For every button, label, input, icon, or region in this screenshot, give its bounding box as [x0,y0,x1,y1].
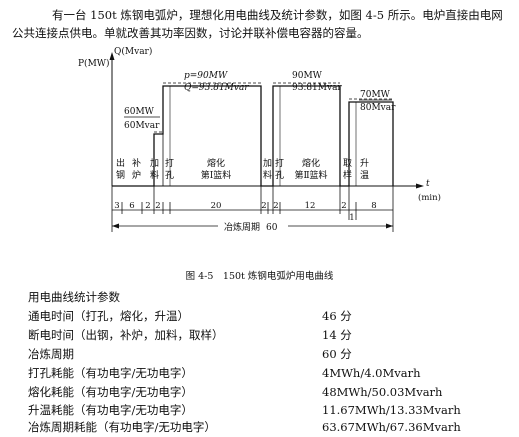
stats-title: 用电曲线统计参数 [28,290,120,304]
stage-label-2a: 补 [132,157,141,169]
stats-row: 通电时间（打孔，熔化，升温） 46 分 [28,307,498,326]
stats-row: 冶炼周期 60 分 [28,345,498,364]
cycle-total: 60 [266,223,278,233]
seg4-p-label: 70MW [360,90,391,100]
x-label: t [426,179,430,189]
stats-value: 11.67MWh/13.33Mvarh [322,403,461,417]
stats-value: 63.67MWh/67.36Mvarh [322,420,461,434]
stats-label: 冶炼周期耗能（有功电字/无功电字） [28,420,216,434]
stats-label: 断电时间（出钢，补炉，加料，取样） [28,328,224,342]
stats-row: 打孔耗能（有功电字/无功电字） 4MWh/4.0Mvarh [28,364,498,383]
duration-4: 2 [155,201,160,211]
stage-label-10b: 温 [360,170,369,181]
seg1-q-label: 60Mvar [124,121,160,131]
stage-label-9b: 样 [343,169,352,181]
y-label-q: Q(Mvar) [114,46,152,57]
seg4-q-label: 80Mvar [360,103,396,113]
figure-caption: 图 4-5 150t 炼钢电弧炉用电曲线 [185,271,334,282]
seg3-p-label: 90MW [292,71,323,81]
stats-value: 14 分 [322,328,352,342]
stage-label-6b: 料 [263,169,272,181]
stage-label-3a: 加 [150,158,159,169]
stats-row: 升温耗能（有功电字/无功电字） 11.67MWh/13.33Mvarh [28,401,498,420]
stage-label-9a: 取 [343,158,352,169]
stage-label-8b: 第Ⅱ篮料 [294,169,327,181]
x-axis-arrow [416,183,424,189]
stage-labels: 出 钢 补 炉 加 料 打 孔 熔化 第Ⅰ篮料 加 料 打 孔 熔化 第Ⅱ篮料 … [116,157,369,181]
stage-label-1a: 出 [116,157,125,169]
seg2-p-label: p=90MW [184,71,228,81]
power-curve-figure: Q(Mvar) P(MW) t (min) 60MW 60Mvar p=90MW… [78,46,441,233]
stage-label-1b: 钢 [116,169,125,181]
stats-label: 通电时间（打孔，熔化，升温） [28,309,189,323]
stage-label-6a: 加 [263,158,272,169]
stage-label-5a: 熔化 [207,157,225,169]
duration-6: 2 [261,201,266,211]
duration-7: 2 [273,201,278,211]
duration-11: 8 [371,201,376,211]
stats-label: 打孔耗能（有功电字/无功电字） [28,366,193,380]
seg2-q-label: Q=93.81Mvar [184,83,249,93]
cycle-label: 冶炼周期 [224,221,260,233]
x-unit: (min) [418,192,441,203]
stats-label: 升温耗能（有功电字/无功电字） [28,403,193,417]
y-label-p: P(MW) [78,58,110,69]
stage-label-3b: 料 [150,169,159,181]
stage-label-4a: 打 [165,157,174,169]
stats-value: 4MWh/4.0Mvarh [322,366,421,380]
seg1-p-label: 60MW [124,107,155,117]
stats-value: 48MWh/50.03Mvarh [322,385,443,399]
duration-9: 2 [341,201,346,211]
stage-label-2b: 炉 [132,169,141,181]
y-axis-arrow [109,52,115,60]
seg3-q-label: 93.81Mvar [292,83,342,93]
duration-scale: 3 6 2 2 20 2 2 12 2 1 8 冶炼周期 60 [111,186,394,233]
stats-label: 冶炼周期 [28,347,74,361]
stage-label-7b: 孔 [275,170,284,181]
stats-row: 熔化耗能（有功电字/无功电字） 48MWh/50.03Mvarh [28,383,498,402]
duration-10: 1 [349,213,354,223]
duration-5: 20 [211,201,222,211]
stats-label: 熔化耗能（有功电字/无功电字） [28,385,193,399]
stage-label-8a: 熔化 [302,157,320,169]
stats-value: 60 分 [322,347,352,361]
stage-label-5b: 第Ⅰ篮料 [201,169,232,181]
duration-8: 12 [305,201,316,211]
stage-label-7a: 打 [275,157,284,169]
stage-label-10a: 升 [360,158,369,169]
stage-label-4b: 孔 [165,170,174,181]
stats-row: 冶炼周期耗能（有功电字/无功电字） 63.67MWh/67.36Mvarh [28,418,498,437]
stats-row: 断电时间（出钢，补炉，加料，取样） 14 分 [28,326,498,345]
intro-paragraph: 有一台 150t 炼钢电弧炉，理想化用电曲线及统计参数，如图 4-5 所示。电炉… [12,8,503,40]
stats-value: 46 分 [322,309,352,323]
duration-2: 6 [129,201,134,211]
duration-1: 3 [114,201,119,211]
duration-3: 2 [145,201,150,211]
